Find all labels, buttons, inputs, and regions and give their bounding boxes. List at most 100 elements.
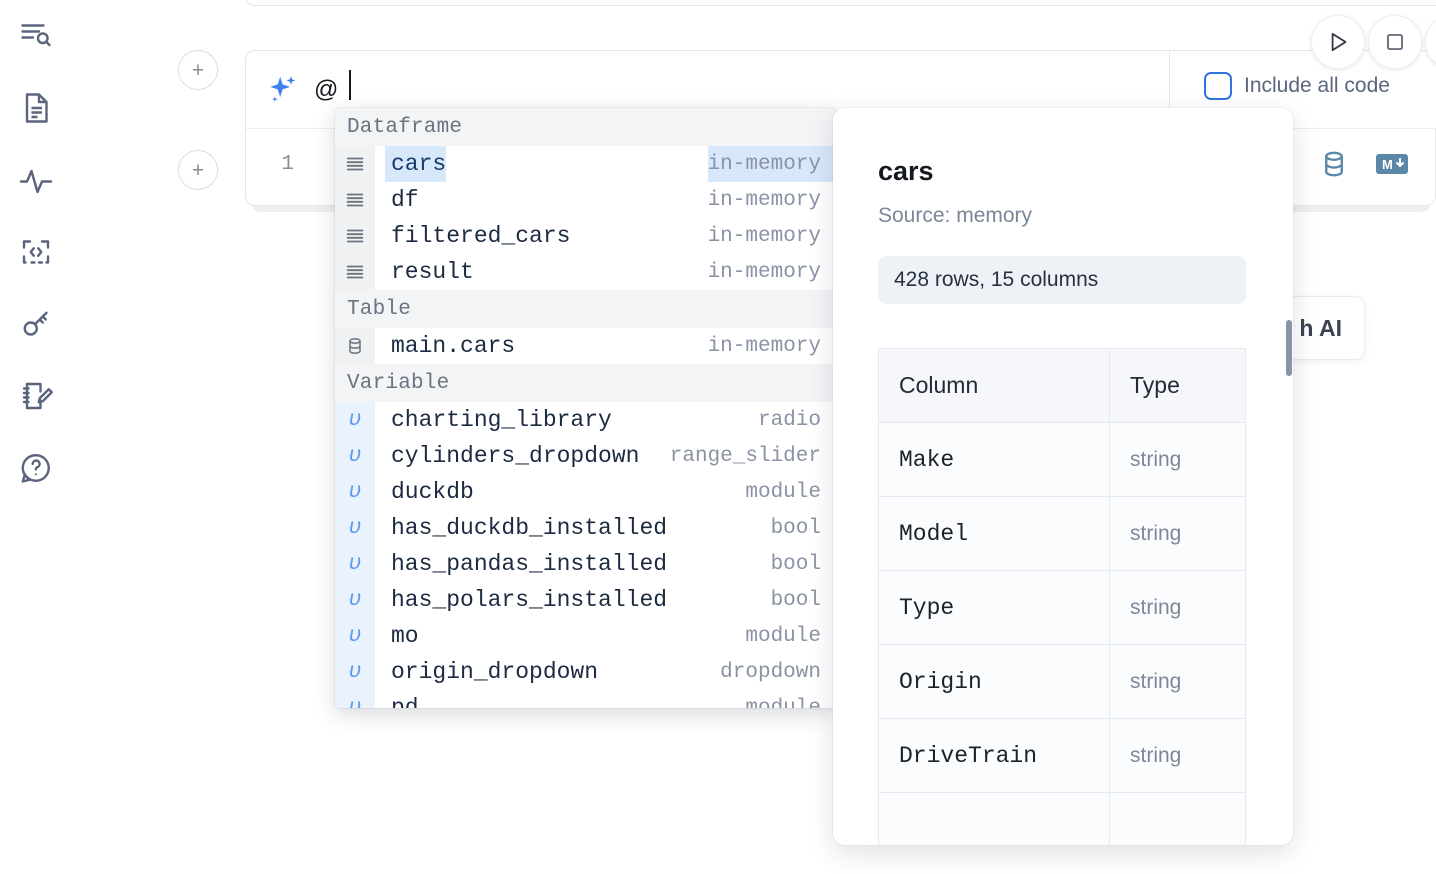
snippets-code-icon[interactable] <box>14 230 58 274</box>
table-row <box>878 792 1246 845</box>
scratchpad-icon[interactable] <box>14 374 58 418</box>
text-caret <box>349 70 351 100</box>
autocomplete-item-kind: bool <box>770 588 821 612</box>
autocomplete-item-kind: in-memory <box>707 224 821 248</box>
autocomplete-item-kind: radio <box>757 408 821 432</box>
markdown-icon[interactable]: M <box>1375 151 1409 177</box>
autocomplete-item[interactable]: result in-memory <box>335 254 835 290</box>
activity-icon[interactable] <box>14 158 58 202</box>
autocomplete-item[interactable]: main.cars in-memory <box>335 328 835 364</box>
autocomplete-group-header: Variable <box>335 364 835 402</box>
autocomplete-item-name: result <box>391 259 474 285</box>
dataframe-rows-icon <box>335 218 375 254</box>
database-icon[interactable] <box>1319 149 1349 179</box>
help-chat-icon[interactable] <box>14 446 58 490</box>
variable-icon: υ <box>335 546 375 582</box>
schema-column-type: string <box>1109 718 1246 793</box>
plus-icon: + <box>191 58 205 82</box>
variable-icon: υ <box>335 582 375 618</box>
schema-column-type: string <box>1109 496 1246 571</box>
variable-icon: υ <box>335 690 375 708</box>
include-all-code-checkbox[interactable] <box>1204 72 1232 100</box>
autocomplete-item-name: cylinders_dropdown <box>391 443 640 469</box>
autocomplete-group-header: Table <box>335 290 835 328</box>
dataframe-rows-icon <box>335 254 375 290</box>
schema-column-type: string <box>1109 644 1246 719</box>
autocomplete-item-kind: module <box>745 480 821 504</box>
include-all-code-toggle[interactable]: Include all code <box>1204 72 1390 100</box>
table-header-row: Column Type <box>878 348 1246 423</box>
autocomplete-item-name: duckdb <box>391 479 474 505</box>
detail-panel-scrollbar[interactable] <box>1286 320 1292 376</box>
autocomplete-item-name: has_polars_installed <box>391 587 668 613</box>
detail-source: Source: memory <box>878 204 1033 227</box>
variable-icon: υ <box>335 402 375 438</box>
type-header: Type <box>1109 348 1246 423</box>
autocomplete-group-header: Dataframe <box>335 108 835 146</box>
schema-column-name: Make <box>878 422 1110 497</box>
autocomplete-item-body: has_polars_installed bool <box>375 582 835 618</box>
autocomplete-item-kind: module <box>745 624 821 648</box>
schema-column-name: Origin <box>878 644 1110 719</box>
notebook-file-icon[interactable] <box>14 86 58 130</box>
variable-icon: υ <box>335 474 375 510</box>
autocomplete-item-kind: bool <box>770 516 821 540</box>
autocomplete-item-name: has_duckdb_installed <box>391 515 668 541</box>
autocomplete-item-body: mo module <box>375 618 835 654</box>
schema-column-type: string <box>1109 422 1246 497</box>
generate-with-ai-label: h AI <box>1299 314 1342 341</box>
autocomplete-item-kind: in-memory <box>707 146 835 182</box>
stop-button[interactable] <box>1368 15 1422 69</box>
explore-outline-icon[interactable] <box>14 14 58 58</box>
autocomplete-item-name: mo <box>391 623 419 649</box>
autocomplete-item-body: result in-memory <box>375 254 835 290</box>
autocomplete-item-kind: in-memory <box>707 260 821 284</box>
include-all-code-label: Include all code <box>1244 74 1390 97</box>
secrets-key-icon[interactable] <box>14 302 58 346</box>
add-cell-button-bottom[interactable]: + <box>178 150 218 190</box>
schema-column-type: string <box>1109 570 1246 645</box>
autocomplete-item-name: main.cars <box>391 333 516 359</box>
autocomplete-item-kind: module <box>745 696 821 709</box>
cell-above-clipped <box>245 0 1436 6</box>
dataframe-rows-icon <box>335 146 375 182</box>
schema-column-name: Model <box>878 496 1110 571</box>
database-icon <box>335 328 375 364</box>
add-cell-button-top[interactable]: + <box>178 50 218 90</box>
detail-title: cars <box>878 156 934 186</box>
autocomplete-item-kind: in-memory <box>707 334 821 358</box>
svg-text:M: M <box>1382 157 1393 172</box>
run-button[interactable] <box>1311 15 1365 69</box>
ai-prompt-input[interactable] <box>314 69 1159 111</box>
schema-column-name: DriveTrain <box>878 718 1110 793</box>
autocomplete-item[interactable]: υ has_polars_installed bool <box>335 582 835 618</box>
line-number: 1 <box>281 153 294 176</box>
detail-stats-badge: 428 rows, 15 columns <box>878 256 1246 304</box>
